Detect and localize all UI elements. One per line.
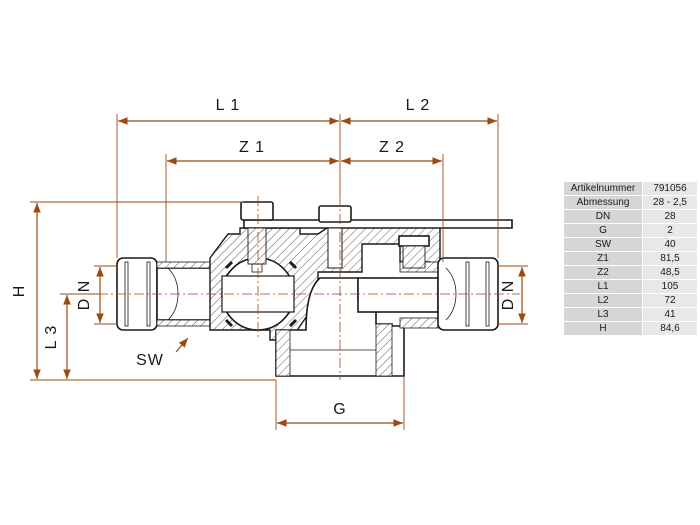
spec-key: L3 xyxy=(563,307,643,322)
l3-label: L 3 xyxy=(43,325,60,350)
h-label: H xyxy=(11,285,28,298)
spec-key: Z2 xyxy=(563,265,643,280)
valve-body xyxy=(116,201,513,377)
spec-key: Abmessung xyxy=(563,195,643,210)
g-label: G xyxy=(333,401,346,418)
spec-key: Artikelnummer xyxy=(563,181,643,196)
spec-value: 41 xyxy=(642,307,698,322)
spec-value: 28 - 2,5 xyxy=(642,195,698,210)
dimension-labels: L 1 L 2 Z 1 Z 2 H L 3 D N D N SW G xyxy=(11,97,517,418)
dn-right-label: D N xyxy=(500,280,517,311)
spec-key: L1 xyxy=(563,279,643,294)
spec-value: 28 xyxy=(642,209,698,224)
spec-value: 81,5 xyxy=(642,251,698,266)
z2-label: Z 2 xyxy=(379,139,405,156)
spec-key: G xyxy=(563,223,643,238)
spec-value: 40 xyxy=(642,237,698,252)
dn-left-label: D N xyxy=(76,280,93,311)
spec-key: DN xyxy=(563,209,643,224)
spec-value: 48,5 xyxy=(642,265,698,280)
z1-label: Z 1 xyxy=(239,139,265,156)
l2-label: L 2 xyxy=(406,97,431,114)
spec-key: Z1 xyxy=(563,251,643,266)
spec-key: SW xyxy=(563,237,643,252)
l1-label: L 1 xyxy=(216,97,241,114)
spec-value: 72 xyxy=(642,293,698,308)
spec-value: 2 xyxy=(642,223,698,238)
spec-value: 84,6 xyxy=(642,321,698,336)
spec-key: H xyxy=(563,321,643,336)
extension-lines xyxy=(30,114,528,430)
center-lines xyxy=(98,196,520,380)
spec-key: L2 xyxy=(563,293,643,308)
sw-label: SW xyxy=(136,352,164,369)
spec-value: 791056 xyxy=(642,181,698,196)
spec-value: 105 xyxy=(642,279,698,294)
dimension-lines xyxy=(33,117,526,427)
